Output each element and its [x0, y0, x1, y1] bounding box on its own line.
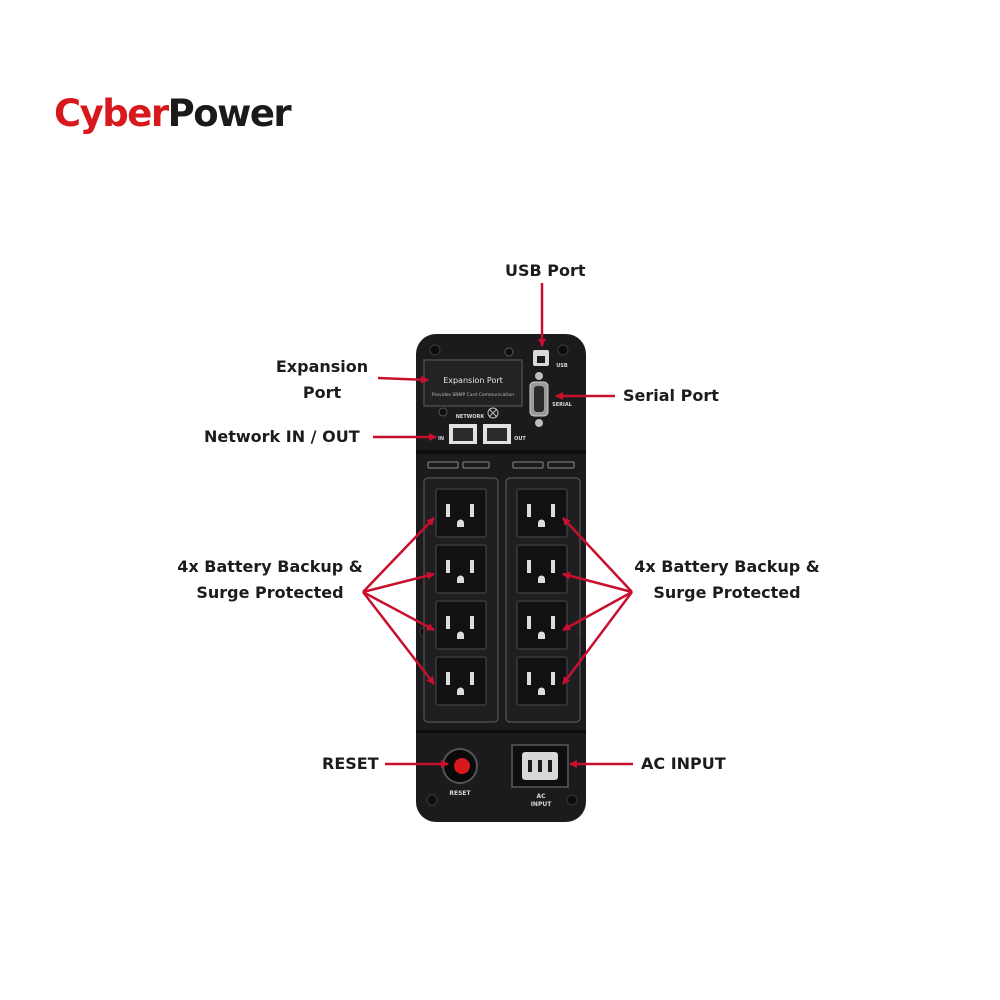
label-right-outlets-line1: 4x Battery Backup &: [634, 557, 820, 576]
outlet-right-4: [516, 656, 568, 706]
label-network: Network IN / OUT: [204, 427, 360, 446]
reset-text: RESET: [449, 790, 471, 797]
network-out-text: OUT: [514, 436, 526, 442]
arrow-left-outlet-3: [362, 590, 435, 632]
callout-arrows: [362, 283, 633, 768]
logo-text-power: Power: [167, 92, 292, 135]
logo-text-cyber: Cyber: [54, 92, 169, 135]
serial-port: SERIAL: [529, 372, 573, 427]
label-expansion-port: Expansion Port: [262, 354, 382, 406]
usb-text: USB: [556, 363, 568, 369]
outlet-right-1: [516, 488, 568, 538]
label-left-outlets: 4x Battery Backup & Surge Protected: [170, 554, 370, 606]
usb-port: USB: [533, 350, 568, 369]
outlet-left-1: [435, 488, 487, 538]
arrow-left-outlet-1: [362, 517, 435, 593]
label-ac-input: AC INPUT: [641, 754, 726, 773]
label-expansion-line2: Port: [302, 383, 342, 402]
label-expansion-line1: Expansion: [275, 357, 369, 376]
network-ports: NETWORK IN OUT: [438, 407, 526, 444]
label-reset: RESET: [322, 754, 379, 773]
ac-input: AC INPUT: [511, 744, 569, 808]
cyberpower-logo: CyberPower: [54, 92, 292, 135]
outlet-left-2: [435, 544, 487, 594]
expansion-port: Expansion Port Provides SNMP Card Commun…: [423, 347, 523, 417]
serial-text: SERIAL: [552, 402, 573, 408]
arrow-left-outlet-4: [362, 591, 435, 685]
label-left-outlets-line1: 4x Battery Backup &: [177, 557, 363, 576]
left-outlet-bank: [423, 477, 499, 723]
network-text: NETWORK: [456, 414, 486, 420]
outlet-left-3: [435, 600, 487, 650]
expansion-port-title: Expansion Port: [443, 376, 503, 385]
label-right-outlets-line2: Surge Protected: [653, 583, 801, 602]
ac-text-1: AC: [536, 793, 546, 800]
label-left-outlets-line2: Surge Protected: [196, 583, 344, 602]
outlet-right-2: [516, 544, 568, 594]
arrow-right-outlet-3: [562, 590, 633, 632]
outlet-bank-labels: [427, 461, 575, 469]
arrow-right-outlet-1: [562, 517, 633, 593]
label-serial-port: Serial Port: [623, 386, 719, 405]
arrow-right-outlet-2: [562, 571, 633, 594]
network-in-text: IN: [438, 436, 444, 442]
right-outlet-bank: [505, 477, 581, 723]
label-right-outlets: 4x Battery Backup & Surge Protected: [627, 554, 827, 606]
arrow-right-outlet-4: [562, 591, 633, 685]
expansion-port-subtitle: Provides SNMP Card Communication: [432, 392, 514, 398]
label-usb-port: USB Port: [505, 261, 586, 280]
ac-text-2: INPUT: [531, 801, 553, 808]
arrow-expansion: [377, 375, 429, 384]
arrow-left-outlet-2: [362, 571, 435, 594]
outlet-right-3: [516, 600, 568, 650]
outlet-left-4: [435, 656, 487, 706]
